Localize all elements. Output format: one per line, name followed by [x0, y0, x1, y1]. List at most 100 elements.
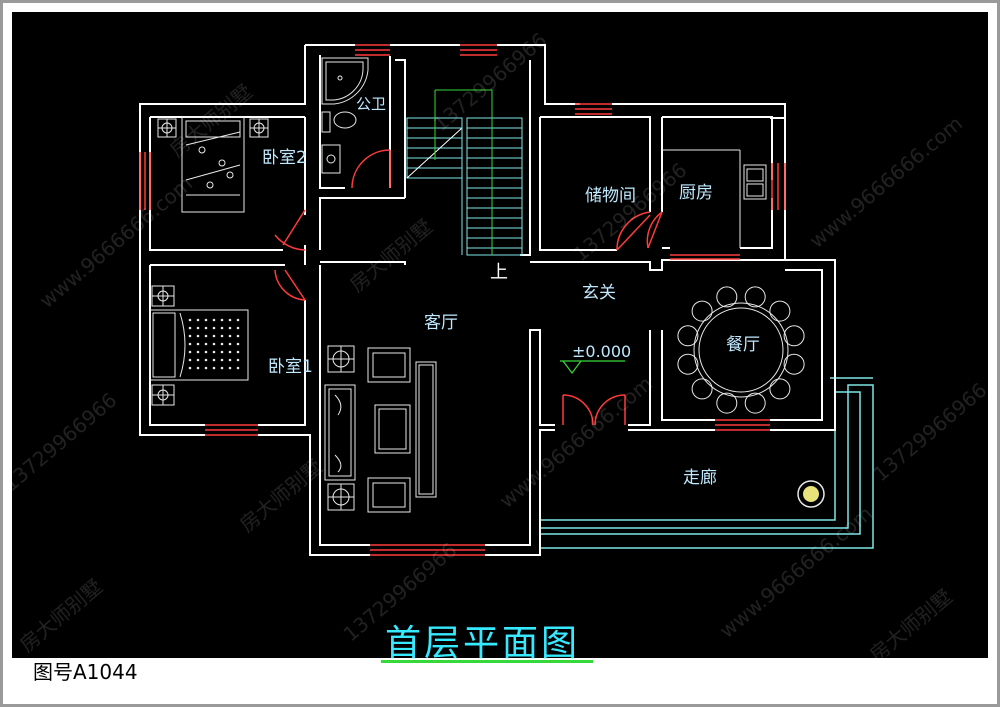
bed-dot — [204, 358, 208, 362]
window-bedroom1 — [205, 424, 258, 436]
bed-dot — [196, 318, 200, 322]
room-label-bedroom1: 卧室1 — [268, 357, 313, 377]
dining-chair — [769, 378, 791, 400]
bed-dot — [212, 350, 216, 354]
window-kitchen-door — [670, 254, 740, 260]
door-entrance — [562, 394, 626, 426]
bed-dot — [196, 334, 200, 338]
bed-dot — [236, 334, 240, 338]
doors — [274, 149, 663, 426]
terrace-outline — [540, 377, 874, 549]
window-dining — [715, 419, 770, 431]
bed-dot — [204, 342, 208, 346]
bed-dot — [228, 358, 232, 362]
dining-chair — [691, 300, 713, 322]
drawing-number: 图号A1044 — [33, 660, 138, 684]
kitchen-counter — [662, 149, 767, 248]
bed-dot — [228, 342, 232, 346]
bed-dot — [204, 350, 208, 354]
bed-dot — [236, 326, 240, 330]
window-bedroom2 — [139, 152, 151, 210]
corridor-column — [797, 480, 825, 508]
bed-dot — [220, 358, 224, 362]
bed-dot — [188, 342, 192, 346]
bed-dot — [204, 334, 208, 338]
bed-dot — [188, 318, 192, 322]
room-label-corridor: 走廊 — [683, 468, 717, 488]
window-storage — [575, 103, 612, 115]
room-label-bedroom2: 卧室2 — [262, 148, 307, 168]
bed-dot — [212, 358, 216, 362]
dining-chair — [716, 286, 738, 308]
bed-dot — [196, 350, 200, 354]
bed-dot — [196, 326, 200, 330]
bed-dot — [212, 342, 216, 346]
door-storage — [616, 211, 651, 251]
windows — [139, 44, 786, 556]
dining-chair — [677, 325, 699, 347]
bed-dot — [188, 350, 192, 354]
room-label-kitchen: 厨房 — [679, 183, 713, 203]
bed-dot — [220, 334, 224, 338]
title-underline — [381, 660, 593, 663]
bed-bedroom1 — [149, 285, 249, 406]
bed-dot — [236, 342, 240, 346]
door-bedroom1 — [274, 269, 306, 301]
stair-up-label: 上 — [490, 262, 508, 283]
bed-dot — [228, 326, 232, 330]
dining-chair — [716, 392, 738, 414]
bed-dot — [188, 334, 192, 338]
bed-dot — [204, 366, 208, 370]
drawing-title: 首层平面图 — [385, 623, 581, 664]
dining-chair — [783, 353, 805, 375]
bed-dot — [228, 334, 232, 338]
room-label-storage: 储物间 — [585, 186, 636, 206]
window-stair — [460, 44, 497, 56]
bed-dot — [188, 358, 192, 362]
walls — [139, 44, 836, 556]
door-kitchen — [646, 211, 663, 249]
bed-dot — [196, 366, 200, 370]
bed-dot — [236, 366, 240, 370]
bed-dot — [212, 366, 216, 370]
room-label-foyer: 玄关 — [582, 283, 616, 303]
bed-dot — [212, 326, 216, 330]
dining-chair — [744, 286, 766, 308]
bed-dot — [220, 366, 224, 370]
bed-dot — [204, 318, 208, 322]
window-bath — [355, 44, 390, 56]
living-furniture — [324, 345, 437, 513]
staircase — [406, 89, 523, 256]
window-living — [370, 544, 485, 556]
bed-dot — [220, 342, 224, 346]
bed-dot — [228, 318, 232, 322]
bed-dot — [236, 350, 240, 354]
dining-chair — [691, 378, 713, 400]
bath-fixtures — [321, 57, 369, 174]
bed-dot — [220, 326, 224, 330]
bed-dot — [228, 366, 232, 370]
dining-table — [693, 302, 789, 398]
bed-bedroom2 — [157, 116, 269, 213]
bed-dot — [220, 318, 224, 322]
bed-dot — [236, 358, 240, 362]
bed-dot — [196, 358, 200, 362]
room-label-living: 客厅 — [424, 313, 458, 333]
bed-dot — [188, 326, 192, 330]
bed-dots — [188, 318, 240, 370]
bed-dot — [220, 350, 224, 354]
door-bedroom2 — [274, 209, 306, 251]
room-label-public-bath: 公卫 — [356, 95, 387, 113]
dining-chair — [783, 325, 805, 347]
bed-dot — [228, 350, 232, 354]
bed-dot — [196, 342, 200, 346]
room-label-dining: 餐厅 — [726, 335, 760, 355]
door-bath — [351, 149, 391, 189]
dining-chair — [769, 300, 791, 322]
bed-dot — [188, 366, 192, 370]
bed-dot — [212, 318, 216, 322]
dining-chair — [677, 353, 699, 375]
elevation-label: ±0.000 — [572, 342, 632, 361]
